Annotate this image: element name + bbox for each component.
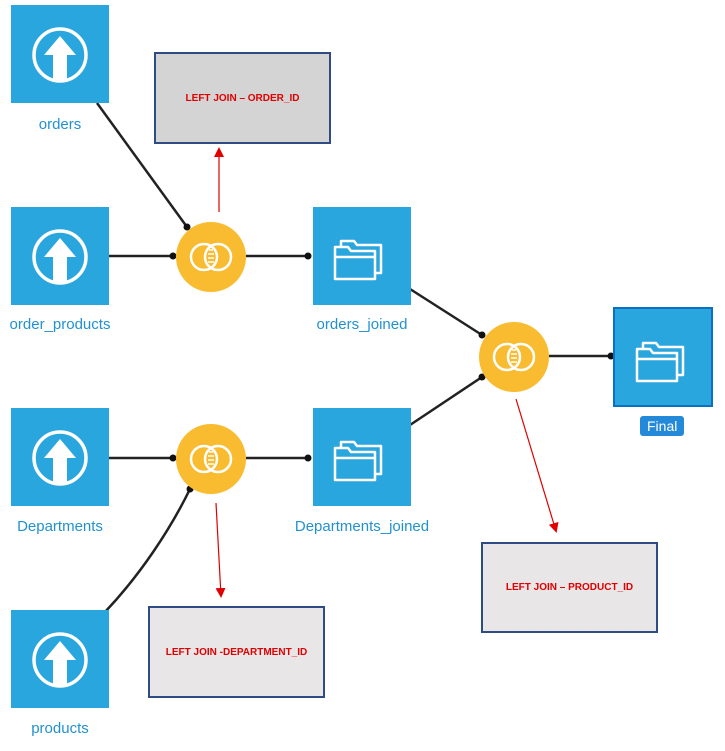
dataset-order-products[interactable]	[11, 207, 109, 305]
dataset-orders-joined[interactable]	[313, 207, 411, 305]
dataset-final-label: Final	[640, 416, 685, 436]
dataset-final[interactable]	[613, 307, 713, 407]
edge-products-join2	[104, 488, 192, 613]
dataset-products[interactable]	[11, 610, 109, 708]
annotation-arrow-product-id	[515, 398, 559, 533]
folder-icon	[333, 239, 383, 281]
join-recipe-departments[interactable]	[176, 424, 246, 494]
annotation-note-text: LEFT JOIN -DEPARTMENT_ID	[165, 646, 308, 658]
port-dot	[304, 252, 312, 260]
edge-orders-join1	[95, 102, 189, 228]
join-recipe-orders[interactable]	[176, 222, 246, 292]
annotation-note-order-id: LEFT JOIN – ORDER_ID	[154, 52, 331, 144]
port-dot	[607, 352, 615, 360]
annotation-note-department-id: LEFT JOIN -DEPARTMENT_ID	[148, 606, 325, 698]
annotation-note-text: LEFT JOIN – ORDER_ID	[185, 92, 300, 104]
join-icon	[492, 342, 536, 372]
edge-departments-joined-join3	[409, 375, 483, 427]
dataset-products-label: products	[31, 720, 89, 737]
upload-icon	[32, 430, 88, 486]
join-recipe-final[interactable]	[479, 322, 549, 392]
folder-icon	[333, 440, 383, 482]
folder-icon	[635, 341, 685, 383]
port-dot	[169, 454, 177, 462]
dataset-orders[interactable]	[11, 5, 109, 103]
port-dot	[478, 331, 486, 339]
annotation-arrow-department-id	[215, 502, 226, 598]
dataset-departments-label: Departments	[17, 518, 103, 535]
upload-icon	[32, 27, 88, 83]
port-dot	[304, 454, 312, 462]
annotation-note-product-id: LEFT JOIN – PRODUCT_ID	[481, 542, 658, 633]
dataset-orders-joined-label: orders_joined	[316, 316, 408, 333]
edge-orders-joined-join3	[409, 287, 483, 337]
dataset-orders-label: orders	[38, 116, 82, 133]
dataset-departments-joined-label: Departments_joined	[294, 518, 430, 535]
upload-icon	[32, 632, 88, 688]
dataset-departments[interactable]	[11, 408, 109, 506]
dataset-departments-joined[interactable]	[313, 408, 411, 506]
dataset-order-products-label: order_products	[9, 316, 111, 333]
upload-icon	[32, 229, 88, 285]
port-dot	[169, 252, 177, 260]
join-icon	[189, 444, 233, 474]
annotation-note-text: LEFT JOIN – PRODUCT_ID	[505, 582, 634, 593]
join-icon	[189, 242, 233, 272]
